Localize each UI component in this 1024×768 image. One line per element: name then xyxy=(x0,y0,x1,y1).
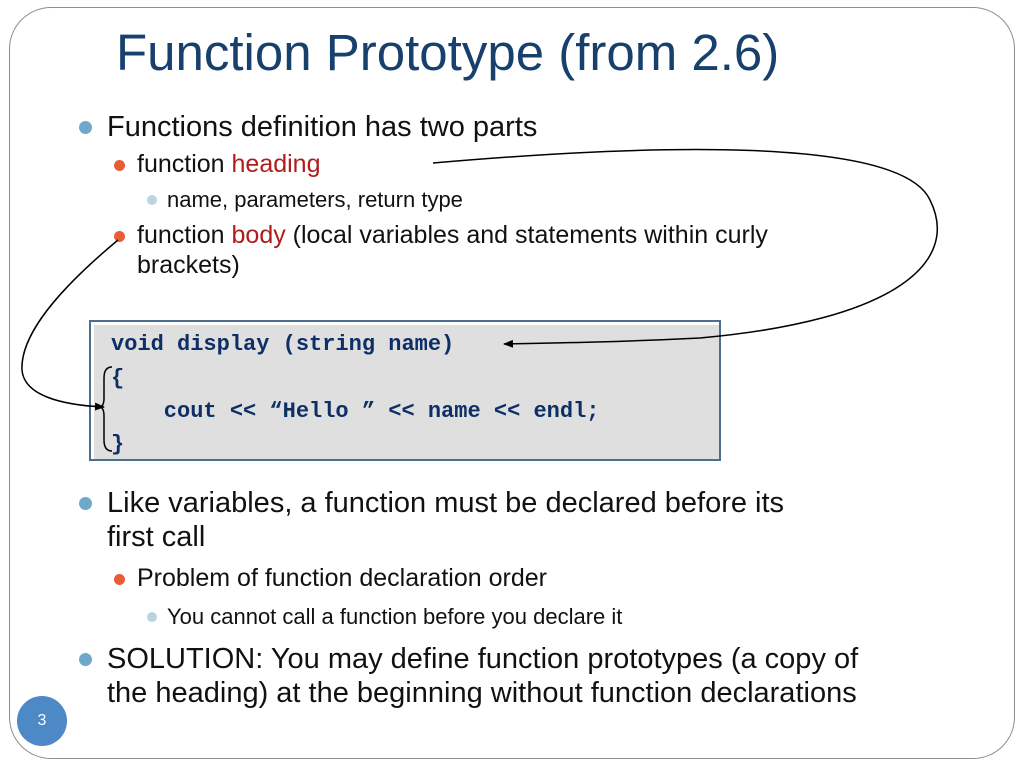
bullet-dot-icon xyxy=(79,497,92,510)
bullet-body-rest-1: (local variables and statements within c… xyxy=(285,221,768,249)
bullet-dot-icon xyxy=(79,653,92,666)
code-line-close-brace: } xyxy=(111,432,125,457)
bullet-declare-before-call: Like variables, a function must be decla… xyxy=(79,486,947,554)
bullet-cannot-call: You cannot call a function before you de… xyxy=(147,604,623,630)
bullet-function-body: function body (local variables and state… xyxy=(114,221,877,280)
bullet-declare-line-1: Like variables, a function must be decla… xyxy=(107,487,785,519)
bullet-solution-line-2: the heading) at the beginning without fu… xyxy=(107,677,857,710)
bullet-cannot-call-text: You cannot call a function before you de… xyxy=(167,604,623,629)
bullet-dot-icon xyxy=(114,574,125,585)
bullet-definition-text: Functions definition has two parts xyxy=(107,111,538,143)
code-line-cout: cout << “Hello ” << name << endl; xyxy=(111,399,600,424)
bullet-solution-line-1: SOLUTION: You may define function protot… xyxy=(107,643,859,675)
bullet-dot-icon xyxy=(114,231,125,242)
bullet-function-heading: function heading xyxy=(114,150,321,180)
bullet-dot-icon xyxy=(147,612,157,622)
bullet-declare-line-2: first call xyxy=(107,521,206,554)
highlight-body-word: body xyxy=(231,221,286,249)
bullet-definition: Functions definition has two parts xyxy=(79,110,538,144)
bullet-dot-icon xyxy=(79,121,92,134)
code-line-open-brace: { xyxy=(111,366,125,391)
bullet-body-prefix: function xyxy=(137,221,232,249)
bullet-body-rest-2: brackets) xyxy=(137,250,240,279)
bullet-solution: SOLUTION: You may define function protot… xyxy=(79,642,967,710)
bullet-heading-detail: name, parameters, return type xyxy=(147,187,463,213)
code-block: void display (string name) { cout << “He… xyxy=(89,320,721,461)
bullet-problem: Problem of function declaration order xyxy=(114,564,547,594)
bullet-heading-prefix: function xyxy=(137,150,232,178)
highlight-heading-word: heading xyxy=(231,150,321,178)
slide-title: Function Prototype (from 2.6) xyxy=(116,24,780,81)
bullet-problem-text: Problem of function declaration order xyxy=(137,564,547,592)
bullet-heading-detail-text: name, parameters, return type xyxy=(167,187,463,212)
bullet-dot-icon xyxy=(114,160,125,171)
page-number-badge: 3 xyxy=(17,696,67,746)
bullet-dot-icon xyxy=(147,195,157,205)
code-line-signature: void display (string name) xyxy=(111,332,455,357)
